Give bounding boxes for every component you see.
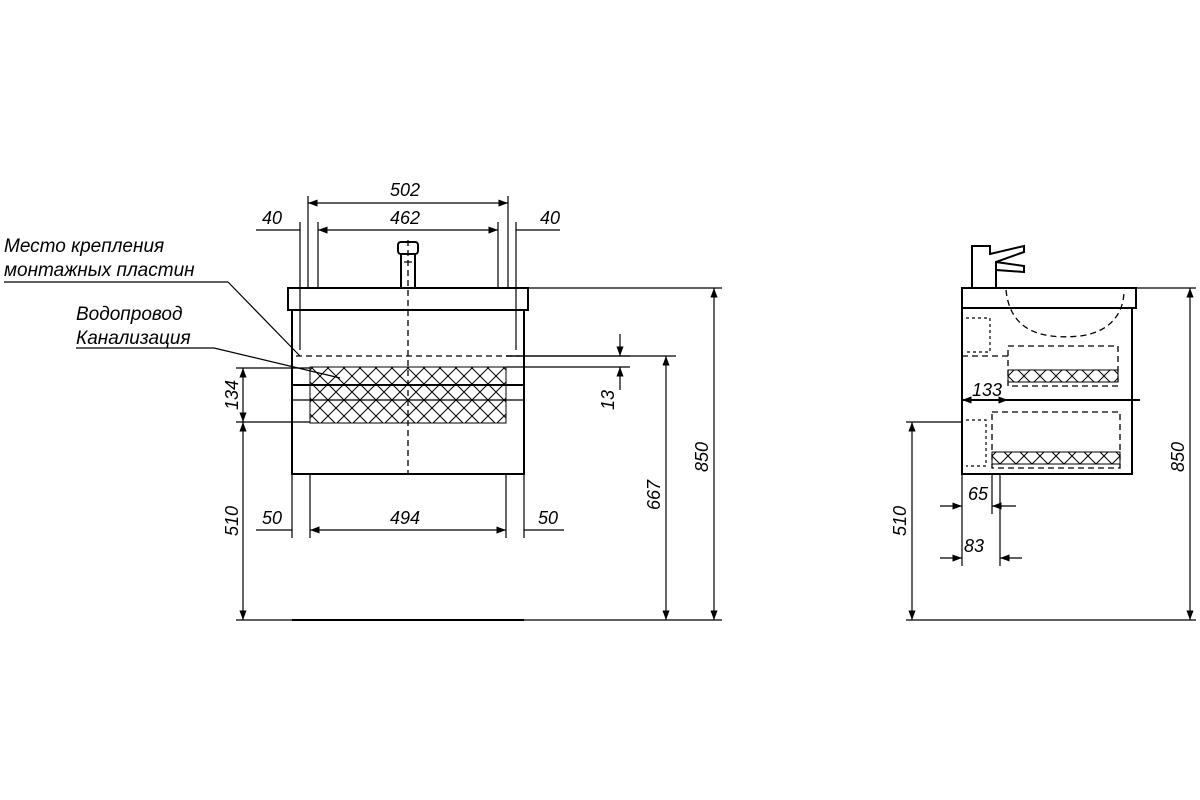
dim-40-left: 40 xyxy=(262,208,282,228)
dim-134: 134 xyxy=(222,380,242,410)
label-plumbing-1: Водопровод xyxy=(76,304,182,325)
dim-502: 502 xyxy=(390,180,420,200)
dim-510-front: 510 xyxy=(222,506,242,536)
label-plumbing-2: Канализация xyxy=(76,328,191,349)
dim-50-right: 50 xyxy=(538,508,558,528)
dim-65: 65 xyxy=(968,484,989,504)
dim-462: 462 xyxy=(390,208,420,228)
label-mount-plates-2: монтажных пластин xyxy=(4,260,195,281)
dim-13: 13 xyxy=(598,390,618,410)
dim-83: 83 xyxy=(964,536,984,556)
dim-850-front: 850 xyxy=(692,442,712,472)
dim-133: 133 xyxy=(972,380,1002,400)
dim-50-left: 50 xyxy=(262,508,282,528)
front-faucet-icon xyxy=(397,241,419,289)
dim-510-side: 510 xyxy=(890,506,910,536)
dim-40-right: 40 xyxy=(540,208,560,228)
side-basin-top xyxy=(961,287,1137,309)
front-view: 502 462 40 40 Место крепления монтажных … xyxy=(4,180,722,621)
side-view: 133 65 83 510 850 xyxy=(890,244,1196,621)
dim-850-side: 850 xyxy=(1168,442,1188,472)
dim-494: 494 xyxy=(390,508,420,528)
dim-667: 667 xyxy=(644,479,664,510)
label-mount-plates-1: Место крепления xyxy=(4,236,164,257)
side-faucet-icon xyxy=(966,244,1025,289)
